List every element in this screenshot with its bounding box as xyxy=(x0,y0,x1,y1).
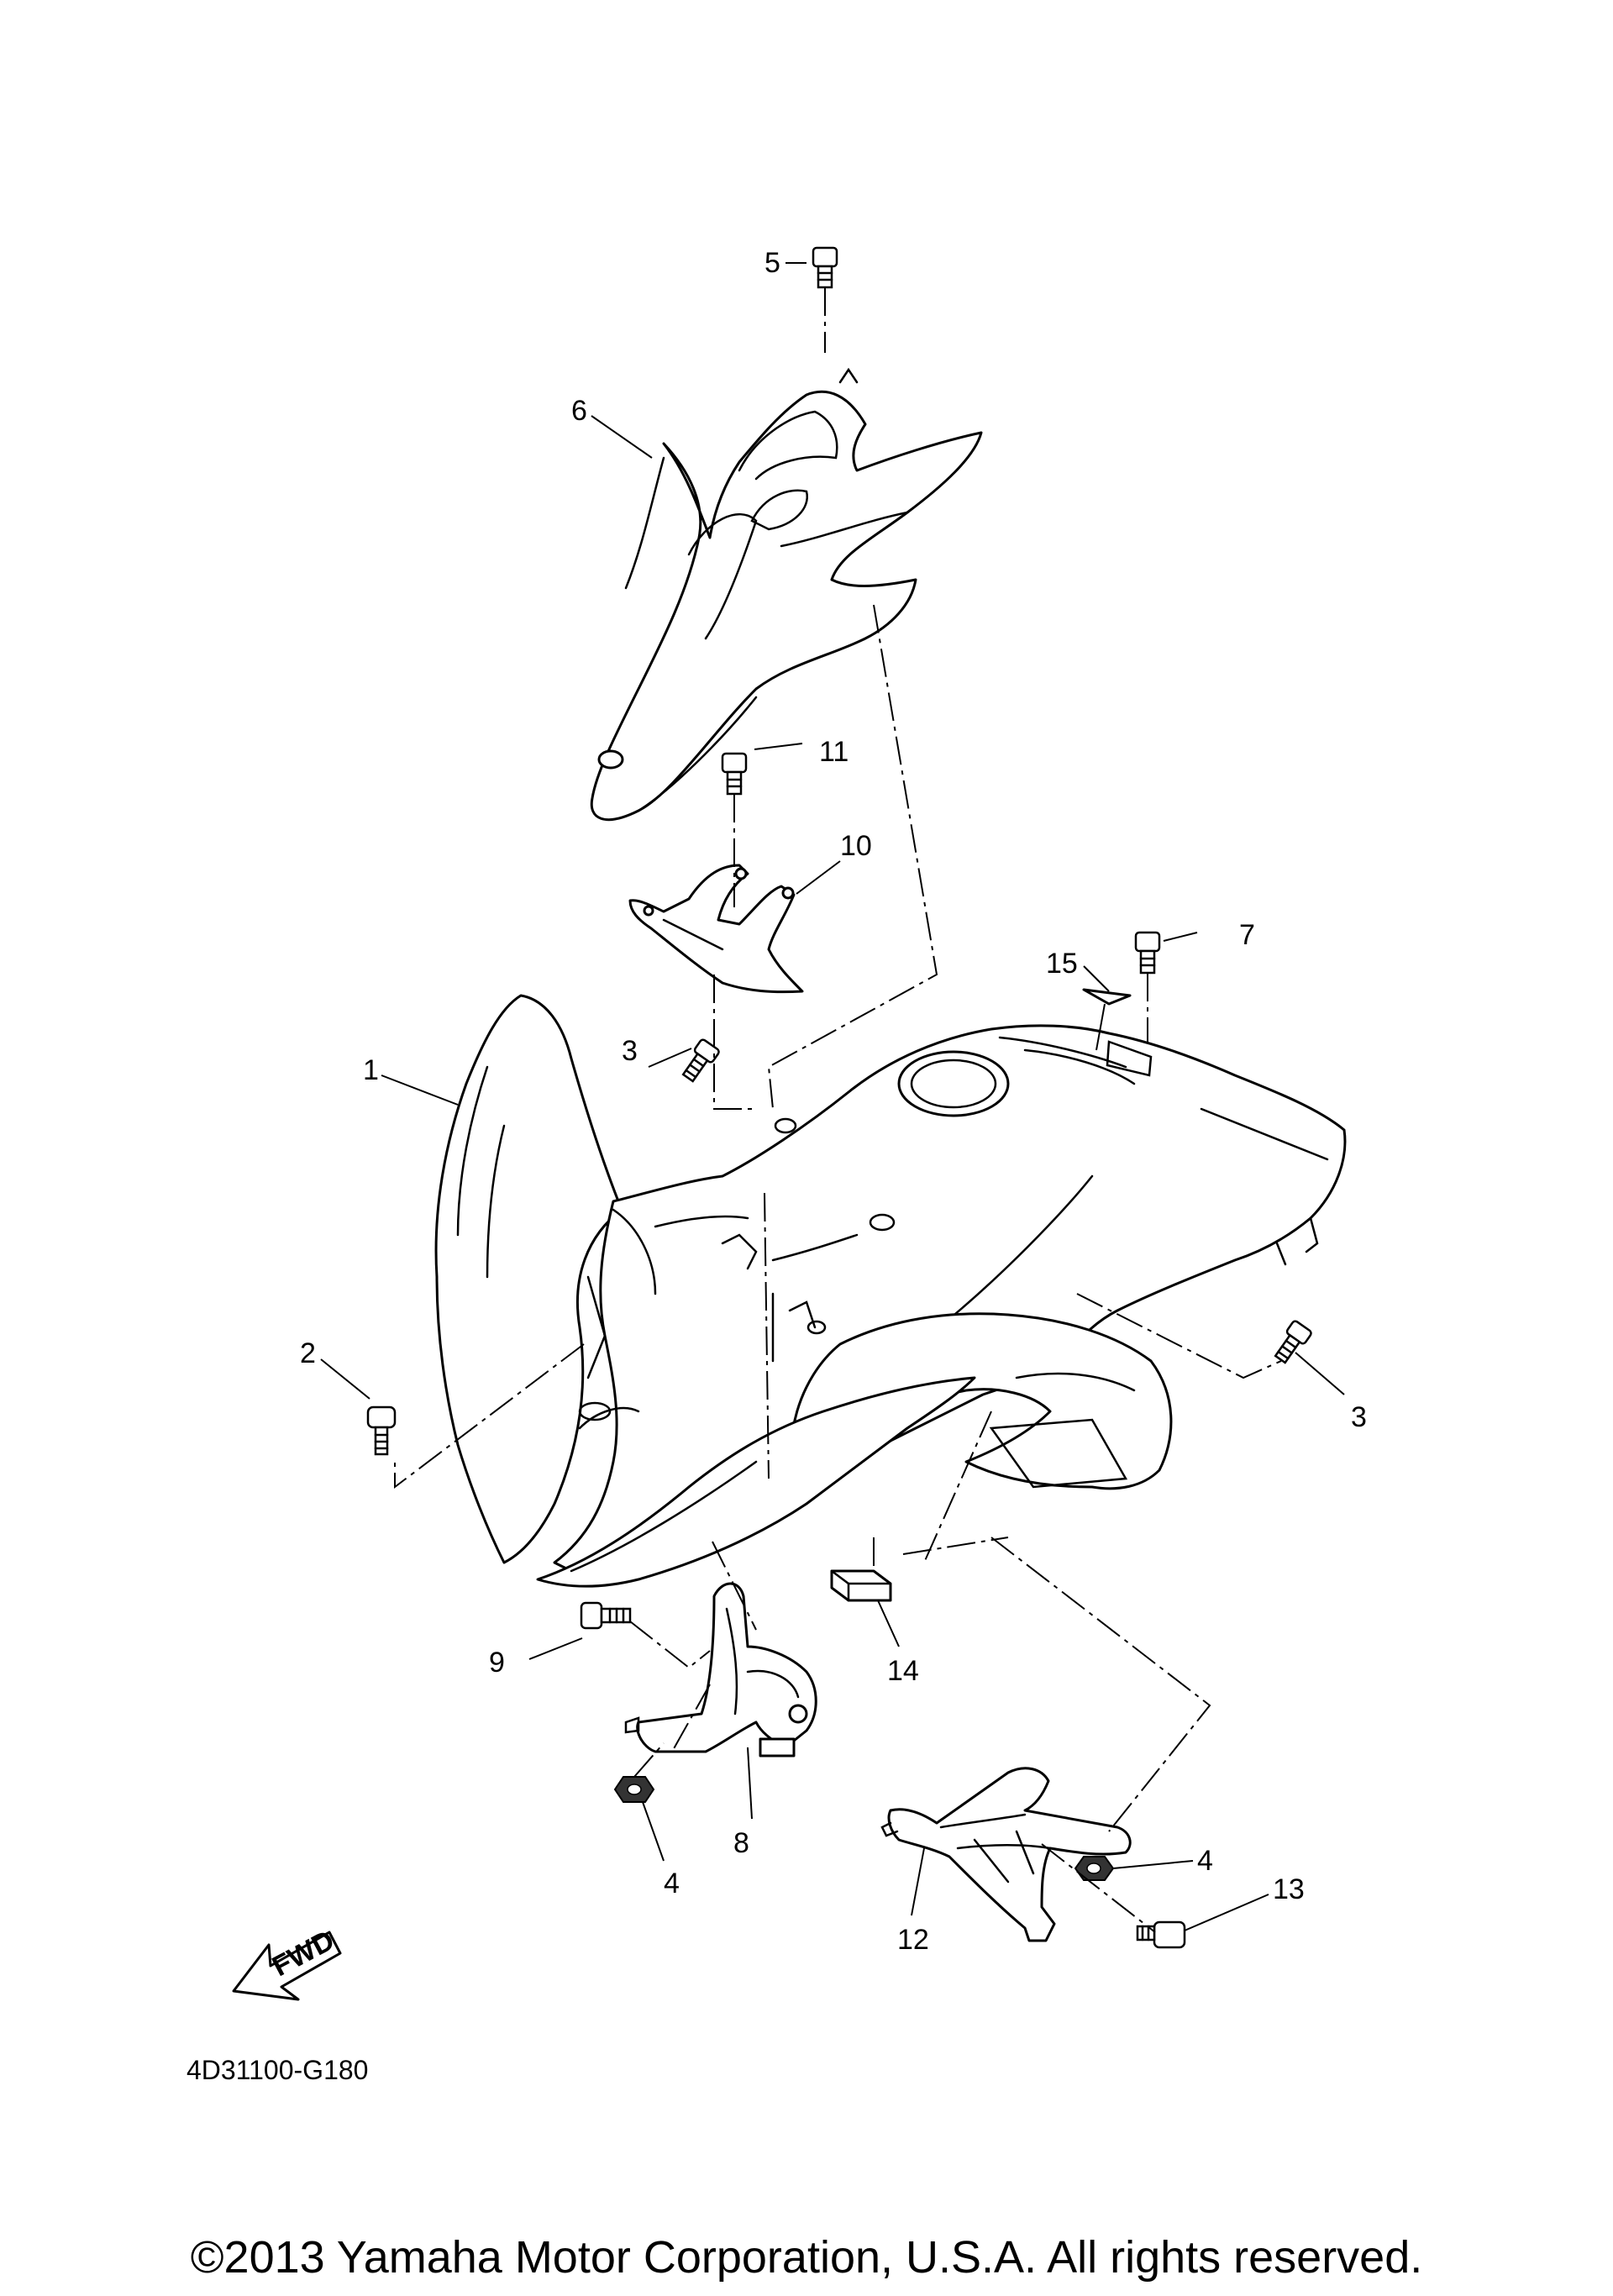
callout-6: 6 xyxy=(571,395,587,427)
fwd-arrow-icon: FWD xyxy=(232,1924,342,2001)
assembly-lines xyxy=(394,287,1282,1933)
nut-4-left xyxy=(613,1776,655,1803)
front-top-cover-part xyxy=(590,367,983,822)
callout-12: 10 xyxy=(840,830,872,862)
callout-10: 8 xyxy=(733,1827,749,1859)
nut-4-right xyxy=(1074,1856,1115,1881)
front-fender-part xyxy=(434,994,1347,1588)
callout-14: 14 xyxy=(887,1655,919,1687)
bolt-3-upper xyxy=(681,1038,720,1083)
bracket-part xyxy=(628,864,804,994)
callout-7: 5 xyxy=(764,247,780,279)
damper-part xyxy=(830,1569,892,1602)
bolt-2 xyxy=(366,1405,397,1456)
callout-13: 11 xyxy=(819,736,849,768)
callout-4-left: 4 xyxy=(664,1868,680,1899)
stay-part xyxy=(624,1582,817,1757)
bolt-5 xyxy=(1134,931,1161,975)
callout-1: 1 xyxy=(363,1054,379,1086)
callout-2: 2 xyxy=(300,1337,316,1369)
callout-11: 9 xyxy=(489,1647,505,1679)
callout-3-right: 3 xyxy=(1351,1401,1367,1433)
lower-bracket-part xyxy=(880,1767,1132,1942)
bolt-13 xyxy=(721,752,748,796)
copyright-notice: ©2013 Yamaha Motor Corporation, U.S.A. A… xyxy=(191,2232,1423,2283)
bolt-3-right xyxy=(1274,1320,1312,1364)
callout-9: 13 xyxy=(1273,1873,1305,1905)
callout-3-upper: 3 xyxy=(622,1035,638,1067)
bolt-7 xyxy=(812,246,838,289)
callout-5: 7 xyxy=(1239,919,1255,951)
callout-4-right: 4 xyxy=(1197,1845,1213,1877)
bolt-11 xyxy=(580,1601,632,1630)
callouts: 5 6 11 10 7 15 1 3 3 2 9 14 8 4 4 13 12 xyxy=(300,247,1367,1956)
bolt-9 xyxy=(1136,1920,1186,1949)
callout-15: 15 xyxy=(1046,948,1078,980)
callout-8: 12 xyxy=(897,1924,929,1956)
label-part xyxy=(1082,988,1132,1006)
diagram-code: 4D31100-G180 xyxy=(187,2055,368,2085)
leader-lines xyxy=(320,262,1345,1931)
